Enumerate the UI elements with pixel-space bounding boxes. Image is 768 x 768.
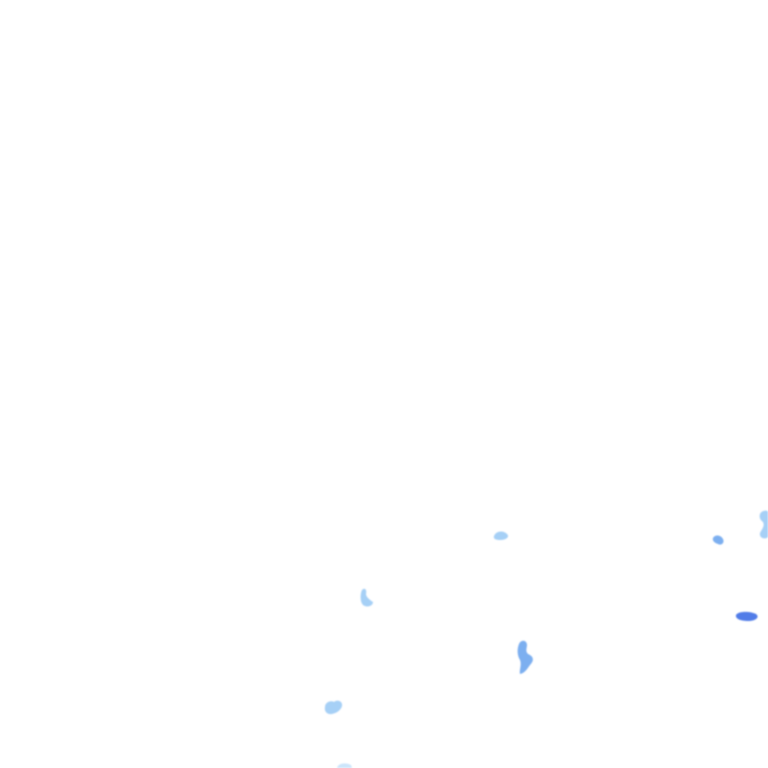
echo-cell-southwest xyxy=(324,700,343,715)
echo-cell-east-upper xyxy=(712,535,724,545)
echo-cell-east-edge xyxy=(759,510,768,539)
echo-cell-east-middle xyxy=(735,611,758,621)
echo-cell-south-edge xyxy=(337,763,352,768)
echo-cell-west-middle xyxy=(360,588,373,607)
echo-cell-center-lower xyxy=(517,640,533,674)
echo-cell-center-upper xyxy=(493,531,509,540)
